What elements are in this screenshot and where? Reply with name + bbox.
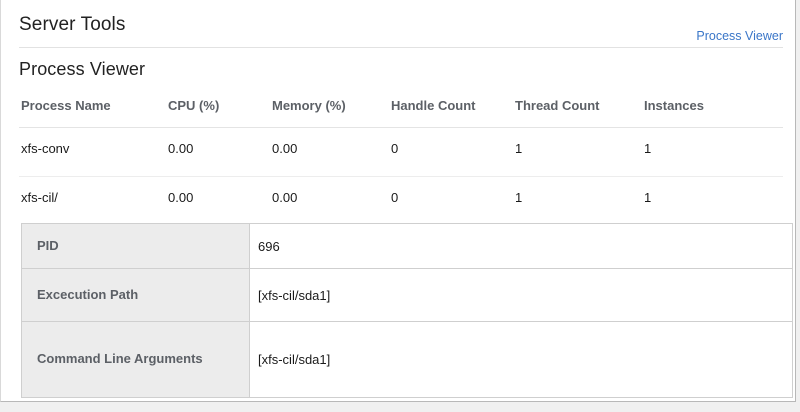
column-header-thread-count[interactable]: Thread Count — [515, 98, 600, 113]
column-header-instances[interactable]: Instances — [644, 98, 704, 113]
detail-value-execution-path: [xfs-cil/sda1] — [250, 269, 792, 321]
page-frame: Server Tools Process Viewer Process View… — [0, 0, 796, 402]
column-header-memory[interactable]: Memory (%) — [272, 98, 346, 113]
cell-instances: 1 — [644, 141, 652, 156]
detail-row-command-line-arguments: Command Line Arguments [xfs-cil/sda1] — [22, 322, 792, 398]
detail-row-pid: PID 696 — [22, 224, 792, 269]
cell-memory: 0.00 — [272, 190, 298, 205]
table-row[interactable]: xfs-cil/ 0.00 0.00 0 1 1 — [19, 177, 783, 225]
detail-label-execution-path: Excecution Path — [22, 269, 250, 321]
app-header: Server Tools Process Viewer — [19, 14, 783, 48]
detail-row-execution-path: Excecution Path [xfs-cil/sda1] — [22, 269, 792, 322]
cell-process-name: xfs-conv — [21, 141, 70, 156]
process-viewer-link[interactable]: Process Viewer — [696, 29, 783, 43]
process-table: Process Name CPU (%) Memory (%) Handle C… — [19, 98, 783, 225]
cell-thread-count: 1 — [515, 190, 523, 205]
cell-handle-count: 0 — [391, 190, 399, 205]
detail-label-pid: PID — [22, 224, 250, 268]
cell-process-name: xfs-cil/ — [21, 190, 58, 205]
header-divider — [19, 47, 783, 48]
column-header-cpu[interactable]: CPU (%) — [168, 98, 220, 113]
page-title: Server Tools — [19, 14, 126, 35]
column-header-handle-count[interactable]: Handle Count — [391, 98, 476, 113]
cell-thread-count: 1 — [515, 141, 523, 156]
detail-value-command-line-arguments: [xfs-cil/sda1] — [250, 322, 792, 397]
cell-memory: 0.00 — [272, 141, 298, 156]
detail-label-command-line-arguments: Command Line Arguments — [22, 322, 250, 397]
process-detail-table: PID 696 Excecution Path [xfs-cil/sda1] C… — [21, 223, 793, 398]
detail-value-pid: 696 — [250, 224, 792, 268]
column-header-process-name[interactable]: Process Name — [21, 98, 111, 113]
cell-cpu: 0.00 — [168, 141, 194, 156]
cell-instances: 1 — [644, 190, 652, 205]
cell-cpu: 0.00 — [168, 190, 194, 205]
cell-handle-count: 0 — [391, 141, 399, 156]
section-title: Process Viewer — [19, 59, 146, 79]
table-header-row: Process Name CPU (%) Memory (%) Handle C… — [19, 98, 783, 128]
table-row[interactable]: xfs-conv 0.00 0.00 0 1 1 — [19, 128, 783, 177]
